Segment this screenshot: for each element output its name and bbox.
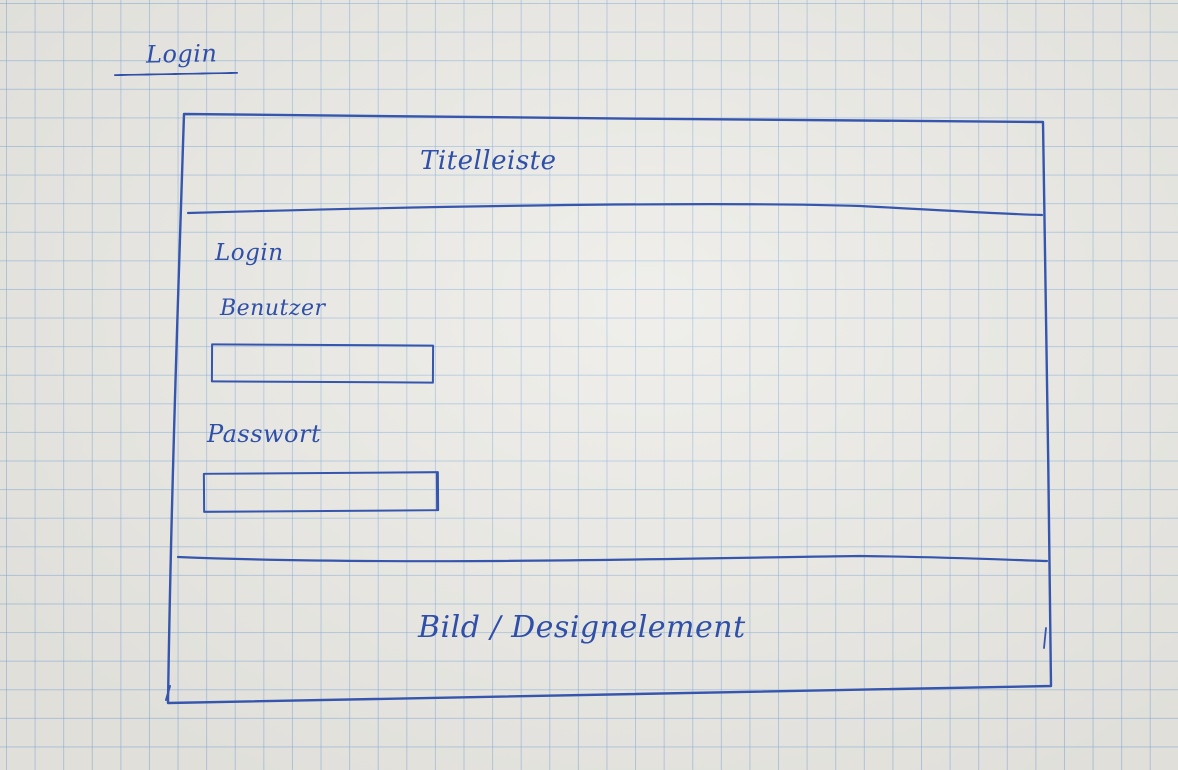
footer-divider — [176, 554, 1049, 563]
footer-image-label: Bild / Designelement — [418, 610, 746, 645]
window-frame — [166, 112, 1053, 705]
password-field[interactable] — [202, 471, 440, 513]
titlebar-divider — [186, 203, 1044, 217]
corner-stroke — [165, 685, 171, 701]
password-label: Passwort — [207, 420, 322, 448]
edge-tick — [1043, 627, 1047, 649]
title-bar-label: Titelleiste — [420, 146, 557, 176]
username-field[interactable] — [210, 343, 435, 384]
username-label: Benutzer — [220, 296, 326, 321]
login-heading: Login — [215, 240, 284, 266]
